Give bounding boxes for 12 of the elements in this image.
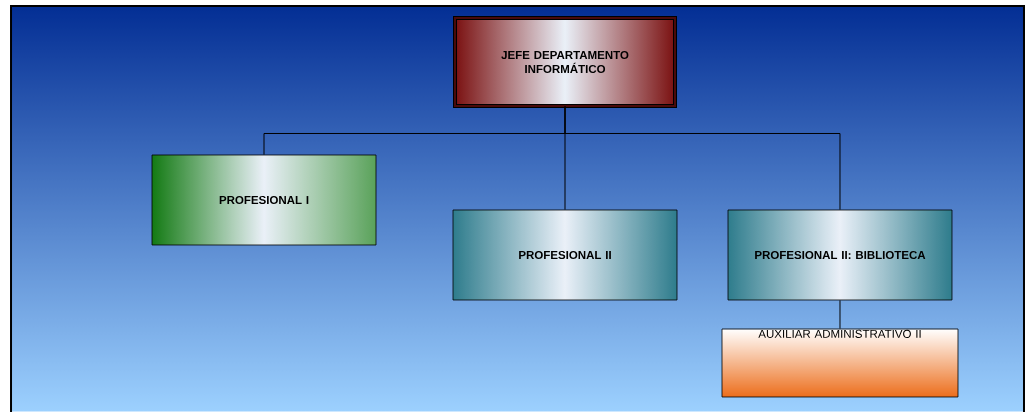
node-label: PROFESIONAL I — [219, 195, 309, 205]
org-box — [151, 154, 377, 246]
org-box — [727, 209, 953, 301]
org-box — [453, 16, 677, 108]
org-box — [452, 209, 678, 301]
connector-line — [839, 299, 841, 330]
node-label: AUXILIAR ADMINISTRATIVO II — [758, 329, 921, 338]
connector-line — [564, 106, 841, 211]
org-box — [721, 328, 959, 398]
node-label: JEFE DEPARTAMENTO INFORMÁTICO — [501, 50, 629, 74]
node-label: PROFESIONAL II: BIBLIOTECA — [755, 250, 926, 260]
node-label: PROFESIONAL II — [519, 250, 611, 260]
